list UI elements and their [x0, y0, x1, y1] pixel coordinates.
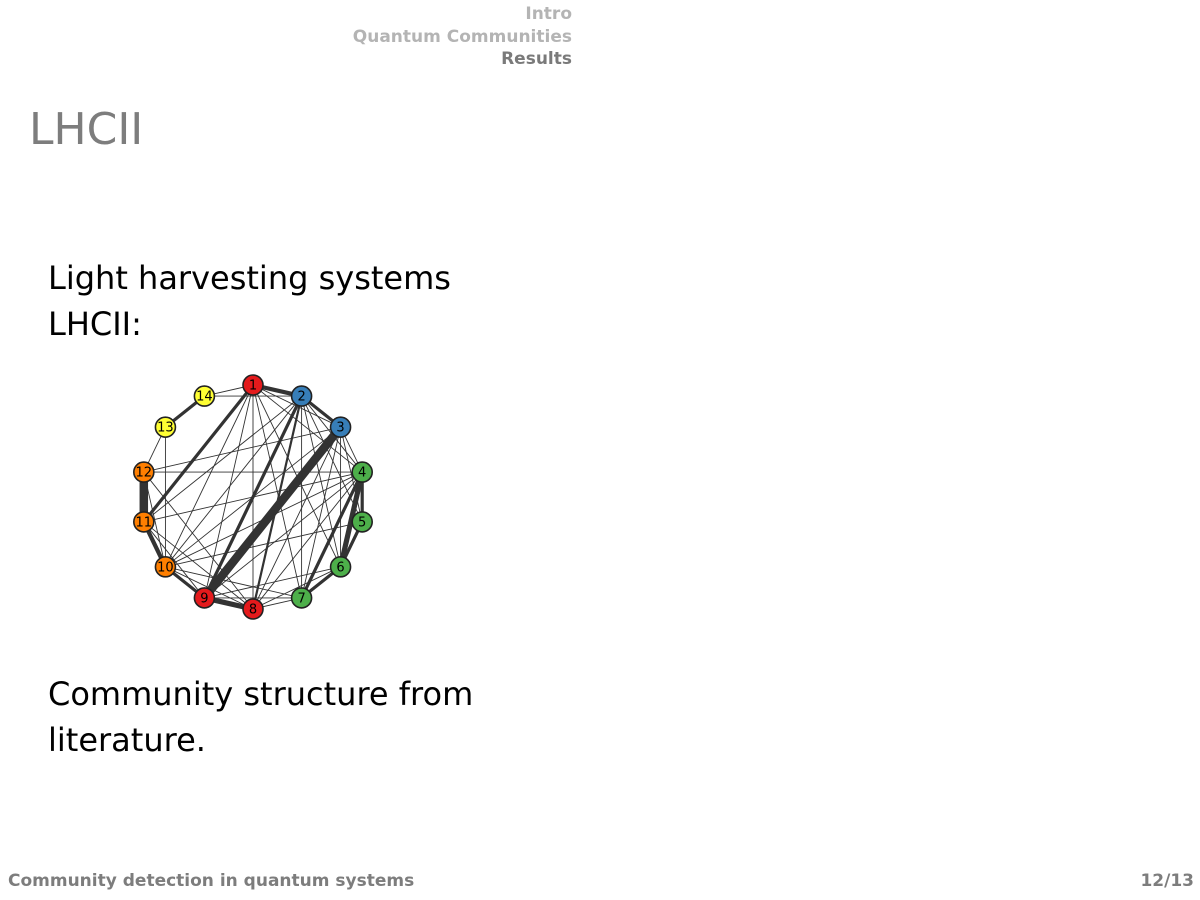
graph-edge-5-10 — [164, 521, 363, 568]
footer-presentation-title: Community detection in quantum systems — [8, 871, 415, 891]
graph-edge-4-9 — [203, 471, 363, 599]
graph-node-7: 7 — [290, 587, 313, 609]
graph-edge-8-11 — [143, 521, 254, 610]
graph-node-label: 14 — [196, 390, 213, 405]
graph-edge-7-10 — [164, 566, 303, 599]
graph-node-4: 4 — [351, 461, 373, 483]
graph-edge-1-4 — [252, 384, 363, 473]
graph-edge-10-12 — [143, 471, 166, 568]
graph-node-circle — [329, 556, 352, 578]
graph-edge-8-12 — [143, 471, 254, 610]
graph-node-label: 2 — [297, 390, 305, 405]
graph-edge-3-9 — [200, 422, 345, 603]
graph-edge-6-8 — [252, 566, 342, 610]
graph-node-11: 11 — [133, 511, 155, 533]
graph-edge-8-10 — [164, 566, 254, 610]
graph-node-circle — [351, 511, 373, 533]
graph-node-label: 4 — [358, 466, 366, 481]
nav-item-intro[interactable]: Intro — [525, 4, 572, 24]
graph-node-circle — [242, 598, 264, 620]
graph-node-9: 9 — [193, 587, 216, 609]
graph-node-10: 10 — [154, 556, 177, 578]
graph-node-circle — [154, 556, 177, 578]
graph-edge-1-10 — [164, 384, 254, 568]
graph-edge-4-6 — [337, 469, 365, 570]
graph-node-12: 12 — [133, 461, 155, 483]
graph-node-label: 13 — [157, 421, 174, 436]
graph-edge-9-11 — [143, 521, 205, 599]
graph-node-label: 6 — [336, 560, 344, 575]
graph-node-label: 11 — [136, 515, 153, 530]
graph-node-5: 5 — [351, 511, 373, 533]
caption-text: Community structure from literature. — [48, 675, 474, 759]
slide-title: LHCII — [29, 104, 144, 155]
graph-node-circle — [133, 461, 155, 483]
footer-page-number: 12/13 — [1140, 871, 1194, 891]
intro-line-1: Light harvesting systems — [48, 259, 451, 297]
graph-node-6: 6 — [329, 556, 352, 578]
intro-line-2: LHCII: — [48, 305, 142, 343]
graph-edge-3-8 — [252, 426, 342, 610]
graph-node-8: 8 — [242, 598, 264, 620]
graph-edge-4-7 — [299, 470, 364, 600]
graph-node-circle — [329, 416, 352, 438]
graph-node-14: 14 — [193, 385, 216, 407]
nav-item-quantum-communities[interactable]: Quantum Communities — [352, 26, 572, 47]
graph-node-label: 3 — [336, 421, 344, 436]
graph-node-label: 7 — [297, 591, 305, 606]
graph-edge-2-8 — [251, 394, 303, 611]
graph-edge-4-8 — [252, 471, 363, 610]
graph-edge-4-10 — [164, 471, 363, 568]
graph-node-label: 9 — [200, 591, 208, 606]
graph-edge-2-5 — [301, 395, 363, 523]
nav-item-results[interactable]: Results — [501, 49, 572, 69]
graph-edge-1-9 — [203, 384, 254, 599]
graph-edges — [139, 382, 365, 612]
graph-edge-1-6 — [252, 384, 342, 568]
graph-edge-11-2 — [143, 395, 303, 523]
graph-node-label: 10 — [157, 560, 174, 575]
graph-node-label: 5 — [358, 515, 366, 530]
graph-node-2: 2 — [290, 385, 313, 407]
graph-node-13: 13 — [154, 416, 177, 438]
graph-edge-6-9 — [203, 566, 342, 599]
graph-node-label: 12 — [136, 466, 153, 481]
graph-node-label: 1 — [249, 379, 257, 394]
graph-edge-12-3 — [143, 426, 342, 473]
graph-node-circle — [290, 385, 313, 407]
graph-node-1: 1 — [242, 374, 264, 396]
graph-node-3: 3 — [329, 416, 352, 438]
graph-node-circle — [154, 416, 177, 438]
graph-edge-3-7 — [301, 426, 342, 599]
graph-node-circle — [193, 385, 216, 407]
graph-edge-2-10 — [164, 395, 303, 568]
graph-node-circle — [351, 461, 373, 483]
graph-node-circle — [242, 374, 264, 396]
graph-node-circle — [133, 511, 155, 533]
graph-edge-4-11 — [143, 471, 363, 523]
section-navigation: Intro Quantum Communities Results — [353, 3, 572, 71]
graph-edge-1-11 — [142, 383, 255, 524]
graph-node-circle — [290, 587, 313, 609]
graph-edge-1-3 — [252, 384, 342, 428]
graph-node-circle — [193, 587, 216, 609]
intro-text: Light harvesting systems LHCII: — [48, 255, 451, 347]
graph-node-label: 8 — [249, 603, 257, 618]
